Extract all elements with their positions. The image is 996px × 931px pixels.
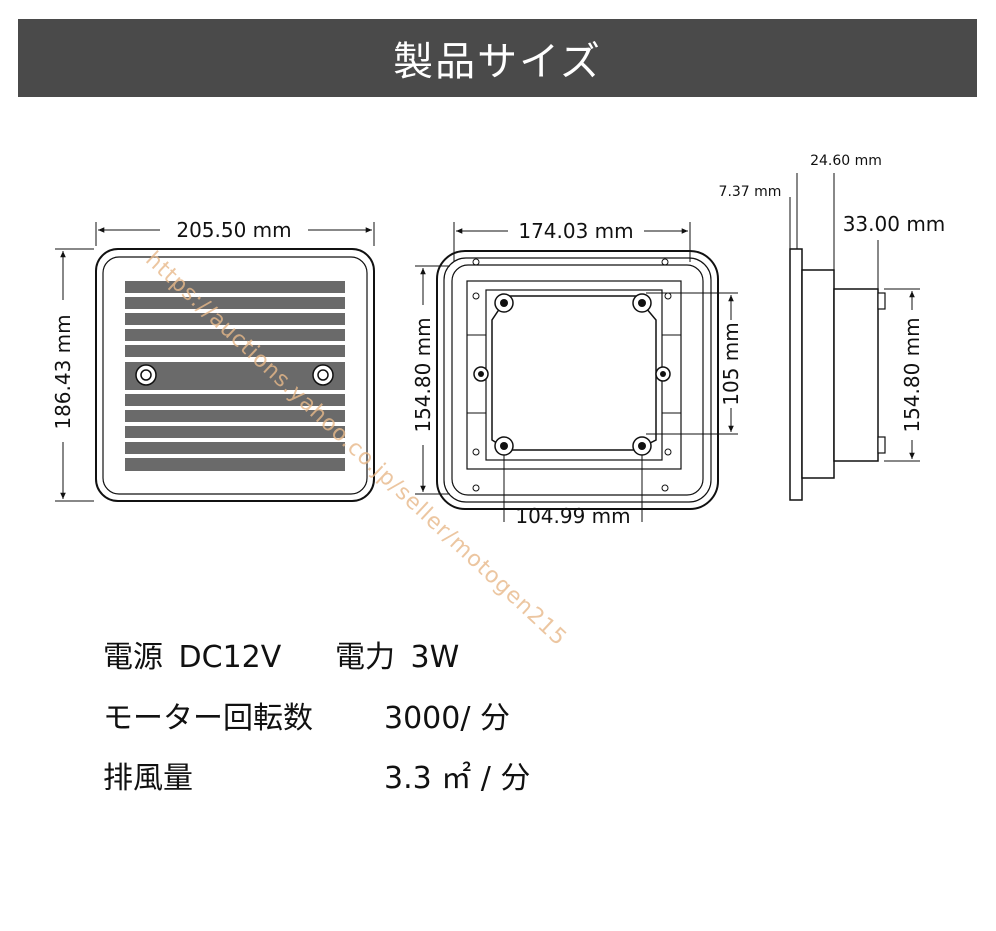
spec-row-power: 電源 DC12V bbox=[103, 632, 281, 676]
side-top-label: 24.60 mm bbox=[810, 153, 882, 169]
side-view bbox=[789, 173, 920, 501]
rpm-label: モーター回転数 bbox=[103, 701, 313, 736]
back-inner-width-label: 104.99 mm bbox=[515, 504, 630, 528]
airflow-value: 3.3 ㎡ / 分 bbox=[384, 761, 531, 796]
spec-row-wattage: 電力 3W bbox=[335, 632, 459, 676]
title-bar: 製品サイズ bbox=[18, 19, 977, 97]
back-width-dimension bbox=[453, 222, 691, 262]
airflow-label: 排風量 bbox=[103, 761, 193, 796]
back-view: 174.03 mm 154.80 mm 105 mm 104.99 mm bbox=[411, 219, 743, 528]
side-height-label: 154.80 mm bbox=[900, 317, 924, 432]
back-inner-height-label: 105 mm bbox=[719, 322, 743, 406]
front-height-dimension bbox=[55, 248, 94, 502]
front-width-label: 205.50 mm bbox=[176, 218, 291, 242]
page-title: 製品サイズ bbox=[393, 39, 602, 85]
front-view: 205.50 mm 186.43 mm bbox=[51, 218, 375, 502]
power-source-label: 電源 bbox=[103, 640, 163, 675]
side-thin-label: 7.37 mm bbox=[719, 184, 782, 200]
front-screw-right bbox=[312, 364, 334, 386]
back-height-label: 154.80 mm bbox=[411, 317, 435, 432]
front-screw-left bbox=[135, 364, 157, 386]
wattage-label: 電力 bbox=[335, 640, 395, 675]
back-inner-width-dimension bbox=[503, 455, 643, 522]
back-height-dimension bbox=[415, 265, 450, 495]
back-screws bbox=[472, 258, 672, 492]
front-height-label: 186.43 mm bbox=[51, 314, 75, 429]
rpm-value: 3000/ 分 bbox=[384, 701, 510, 736]
spec-row-airflow: 排風量 bbox=[103, 753, 193, 797]
wattage-value: 3W bbox=[410, 640, 460, 675]
power-source-value: DC12V bbox=[178, 640, 282, 675]
spec-row-rpm: モーター回転数 bbox=[103, 693, 313, 737]
spec-row-airflow-value: 3.3 ㎡ / 分 bbox=[384, 753, 530, 797]
front-width-dimension bbox=[95, 222, 375, 246]
front-grille bbox=[125, 281, 345, 471]
side-depth-label: 33.00 mm bbox=[843, 212, 946, 236]
spec-row-rpm-value: 3000/ 分 bbox=[384, 693, 510, 737]
back-inner-height-dimension bbox=[646, 292, 738, 435]
back-width-label: 174.03 mm bbox=[518, 219, 633, 243]
